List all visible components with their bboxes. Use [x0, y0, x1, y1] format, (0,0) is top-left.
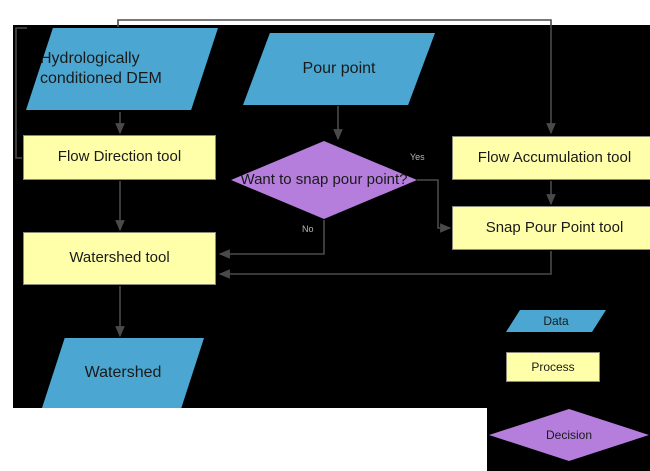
- node-label: Watershed tool: [69, 249, 170, 267]
- node-label: Snap Pour Point tool: [485, 218, 624, 236]
- legend-label: Data: [543, 313, 569, 328]
- node-label: Hydrologically conditioned DEM: [40, 50, 162, 87]
- node-label: Want to snap pour point?: [240, 170, 408, 188]
- legend-item-data: Data: [506, 310, 606, 332]
- node-snap-pour-point-tool[interactable]: Snap Pour Point tool: [452, 206, 650, 250]
- edge-decision-yes-to-snap: [417, 179, 452, 233]
- edge-label-no: No: [302, 224, 314, 234]
- node-label: Flow Direction tool: [57, 148, 182, 166]
- node-watershed[interactable]: Watershed: [42, 338, 204, 408]
- edge-dem-left-wrap: [15, 27, 27, 159]
- edge-dem-to-flow-accumulation: [117, 19, 556, 135]
- edge-decision-no-to-watershed-tool: [218, 220, 325, 259]
- legend-label: Decision: [545, 427, 593, 442]
- edge-snap-to-watershed-tool: [218, 251, 552, 279]
- node-flow-direction-tool[interactable]: Flow Direction tool: [23, 135, 216, 180]
- edge-label-yes: Yes: [410, 152, 425, 162]
- node-watershed-tool[interactable]: Watershed tool: [23, 232, 216, 285]
- node-hydrologically-conditioned-dem[interactable]: Hydrologically conditioned DEM: [26, 28, 218, 110]
- legend-label: Process: [531, 359, 575, 374]
- node-label: Pour point: [302, 60, 376, 78]
- node-label: Watershed: [84, 364, 162, 382]
- legend-item-process: Process: [506, 352, 600, 382]
- node-pour-point[interactable]: Pour point: [243, 33, 435, 105]
- node-label: Flow Accumulation tool: [477, 148, 632, 166]
- node-flow-accumulation-tool[interactable]: Flow Accumulation tool: [452, 136, 650, 180]
